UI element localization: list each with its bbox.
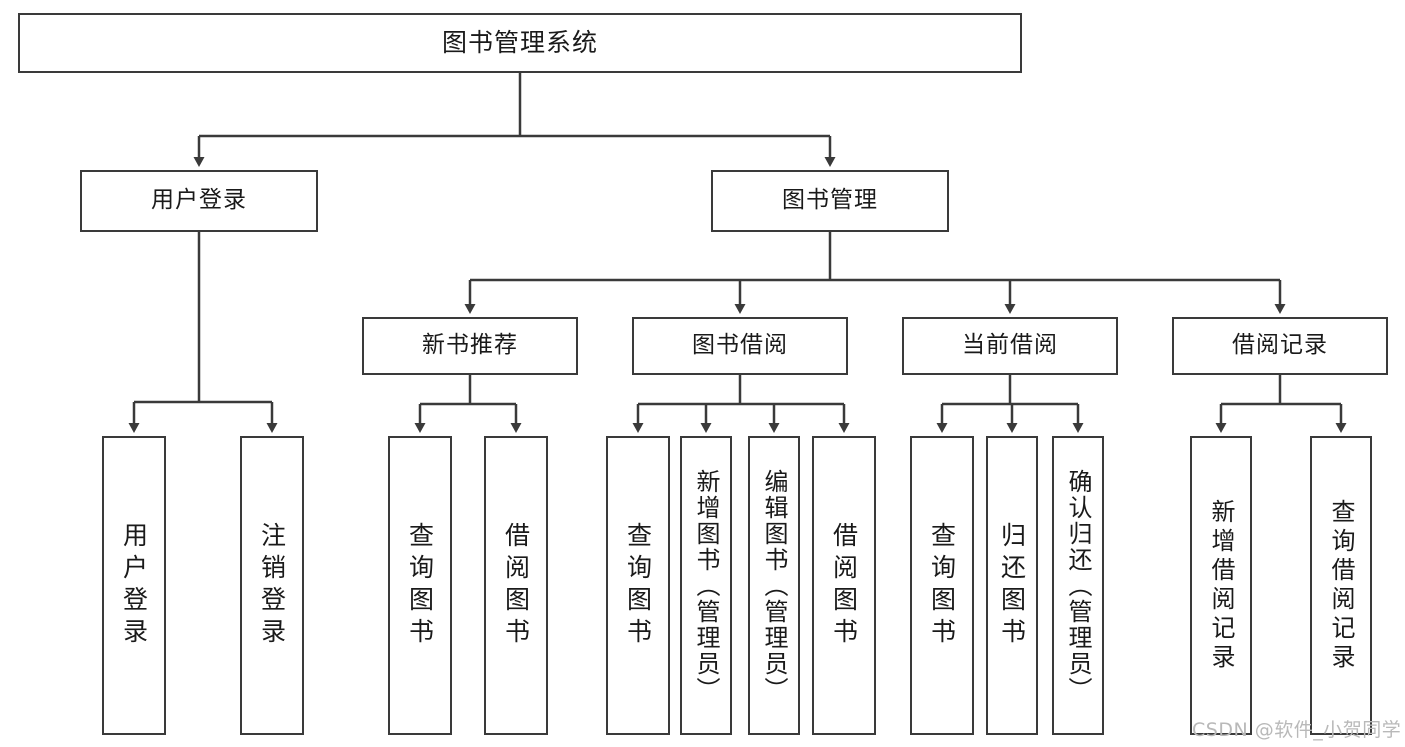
leaf-add-borrow-record[interactable]: 新增借阅记录 bbox=[1190, 436, 1252, 735]
leaf-borrow-book-recommend-label: 借阅图书 bbox=[501, 521, 531, 650]
leaf-add-book-admin-label: 新增图书（管理员） bbox=[692, 468, 720, 703]
leaf-borrow-book-borrow[interactable]: 借阅图书 bbox=[812, 436, 876, 735]
watermark: CSDN @软件_小贺同学 bbox=[1192, 719, 1402, 741]
leaf-logout-label: 注销登录 bbox=[257, 521, 287, 650]
node-current-borrow-label: 当前借阅 bbox=[962, 332, 1058, 359]
node-current-borrow[interactable]: 当前借阅 bbox=[902, 317, 1118, 375]
node-book-borrow[interactable]: 图书借阅 bbox=[632, 317, 848, 375]
leaf-edit-book-admin[interactable]: 编辑图书（管理员） bbox=[748, 436, 800, 735]
leaf-add-borrow-record-label: 新增借阅记录 bbox=[1207, 498, 1235, 673]
leaf-query-borrow-record-label: 查询借阅记录 bbox=[1327, 498, 1355, 673]
leaf-borrow-book-borrow-label: 借阅图书 bbox=[829, 521, 859, 650]
node-book-management[interactable]: 图书管理 bbox=[711, 170, 949, 232]
node-borrow-record[interactable]: 借阅记录 bbox=[1172, 317, 1388, 375]
node-book-management-label: 图书管理 bbox=[782, 187, 878, 214]
leaf-logout[interactable]: 注销登录 bbox=[240, 436, 304, 735]
leaf-query-book-current-label: 查询图书 bbox=[927, 521, 957, 650]
node-book-borrow-label: 图书借阅 bbox=[692, 332, 788, 359]
leaf-query-book-borrow[interactable]: 查询图书 bbox=[606, 436, 670, 735]
leaf-confirm-return-admin-label: 确认归还（管理员） bbox=[1064, 468, 1092, 703]
leaf-confirm-return-admin[interactable]: 确认归还（管理员） bbox=[1052, 436, 1104, 735]
leaf-return-book-label: 归还图书 bbox=[997, 521, 1027, 650]
leaf-add-book-admin[interactable]: 新增图书（管理员） bbox=[680, 436, 732, 735]
leaf-query-borrow-record[interactable]: 查询借阅记录 bbox=[1310, 436, 1372, 735]
leaf-query-book-borrow-label: 查询图书 bbox=[623, 521, 653, 650]
node-borrow-record-label: 借阅记录 bbox=[1232, 332, 1328, 359]
leaf-edit-book-admin-label: 编辑图书（管理员） bbox=[760, 468, 788, 703]
leaf-borrow-book-recommend[interactable]: 借阅图书 bbox=[484, 436, 548, 735]
leaf-user-login-label: 用户登录 bbox=[119, 521, 149, 650]
node-user-login[interactable]: 用户登录 bbox=[80, 170, 318, 232]
node-new-book-recommend[interactable]: 新书推荐 bbox=[362, 317, 578, 375]
leaf-return-book[interactable]: 归还图书 bbox=[986, 436, 1038, 735]
node-root[interactable]: 图书管理系统 bbox=[18, 13, 1022, 73]
node-user-login-label: 用户登录 bbox=[151, 187, 247, 214]
node-new-book-recommend-label: 新书推荐 bbox=[422, 332, 518, 359]
leaf-user-login[interactable]: 用户登录 bbox=[102, 436, 166, 735]
leaf-query-book-recommend[interactable]: 查询图书 bbox=[388, 436, 452, 735]
leaf-query-book-recommend-label: 查询图书 bbox=[405, 521, 435, 650]
leaf-query-book-current[interactable]: 查询图书 bbox=[910, 436, 974, 735]
node-root-label: 图书管理系统 bbox=[441, 28, 598, 57]
